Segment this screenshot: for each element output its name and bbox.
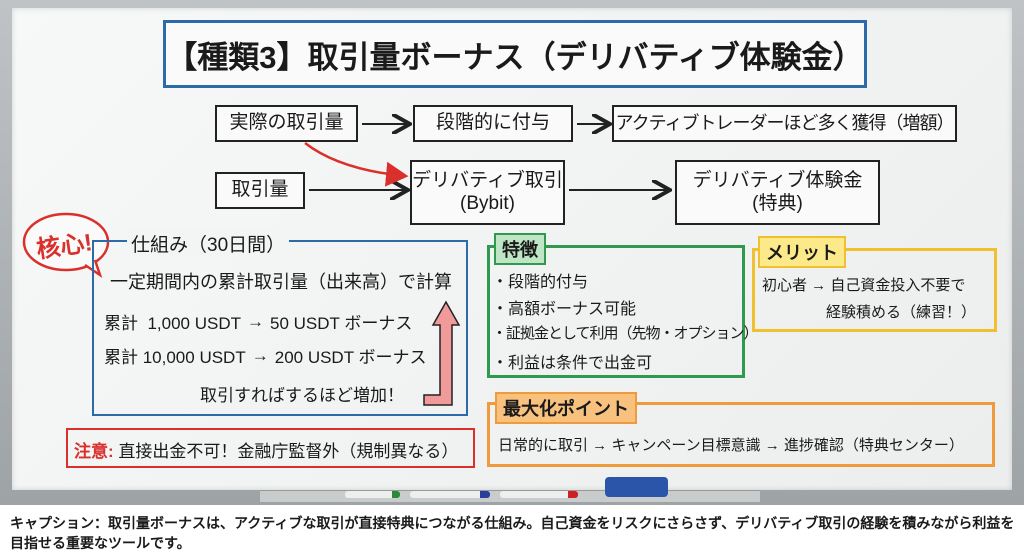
derivatives-label: デリバティブ取引: [412, 169, 563, 191]
red-marker: [500, 491, 578, 498]
features-heading: 特徴: [494, 233, 546, 265]
eraser: [605, 477, 668, 497]
blue-marker: [410, 491, 490, 498]
tier-to: 50 USDT ボーナス: [270, 314, 413, 333]
mechanism-heading: 仕組み（30日間）: [127, 230, 290, 257]
caution-text: 直接出金不可！金融庁監督外（規制異なる）: [118, 442, 459, 461]
mechanism-description: 一定期間内の累計取引量（出来高）で計算: [110, 272, 452, 292]
tier-row: 累計 1,000 USDT → 50 USDT ボーナス: [104, 309, 412, 334]
feature-item: ・利益は条件で出金可: [492, 355, 653, 372]
tier-to: 200 USDT ボーナス: [274, 348, 427, 367]
flow-box-actual-volume: 実際の取引量: [215, 105, 358, 142]
tier-from: 累計 1,000 USDT: [104, 314, 241, 333]
tier-row: 累計 10,000 USDT → 200 USDT ボーナス: [104, 343, 427, 368]
merit-box: [752, 248, 997, 332]
maximize-box: [487, 402, 995, 467]
merit-line-2: 経験積める（練習！）: [826, 304, 977, 321]
caution-label: 注意:: [74, 442, 114, 461]
flow-box-staged: 段階的に付与: [413, 105, 573, 142]
mechanism-note: 取引すればするほど増加！: [200, 386, 404, 405]
flow-box-volume: 取引量: [215, 172, 305, 209]
trial-fund-label: デリバティブ体験金: [692, 169, 863, 191]
flow-box-active-trader: アクティブトレーダーほど多く獲得（増額）: [612, 105, 957, 142]
benefit-label: (特典): [752, 192, 803, 214]
bybit-label: (Bybit): [460, 192, 515, 214]
flow-box-trial-fund: デリバティブ体験金(特典): [675, 160, 880, 225]
tier-arrow: →: [247, 311, 264, 331]
tier-arrow: →: [251, 345, 269, 365]
caution-box: [66, 428, 475, 468]
feature-item: ・段階的付与: [492, 274, 589, 291]
flow-box-derivatives: デリバティブ取引(Bybit): [410, 160, 565, 225]
feature-item: ・高額ボーナス可能: [492, 301, 637, 318]
merit-heading: メリット: [758, 236, 846, 268]
green-marker: [345, 491, 400, 498]
feature-item: ・証拠金として利用（先物・オプション）: [492, 325, 759, 342]
caption: キャプション：取引量ボーナスは、アクティブな取引が直接特典につながる仕組み。自己…: [10, 515, 1015, 551]
caution-line: 注意: 直接出金不可！金融庁監督外（規制異なる）: [74, 437, 458, 462]
features-box: [487, 245, 745, 378]
tier-from: 累計 10,000 USDT: [104, 348, 246, 367]
merit-line-1: 初心者 → 自己資金投入不要で: [762, 277, 966, 294]
maximize-heading: 最大化ポイント: [495, 392, 637, 424]
page-title: 【種類3】取引量ボーナス（デリバティブ体験金）: [163, 20, 867, 88]
maximize-text: 日常的に取引 → キャンペーン目標意識 → 進捗確認（特典センター）: [498, 437, 964, 454]
